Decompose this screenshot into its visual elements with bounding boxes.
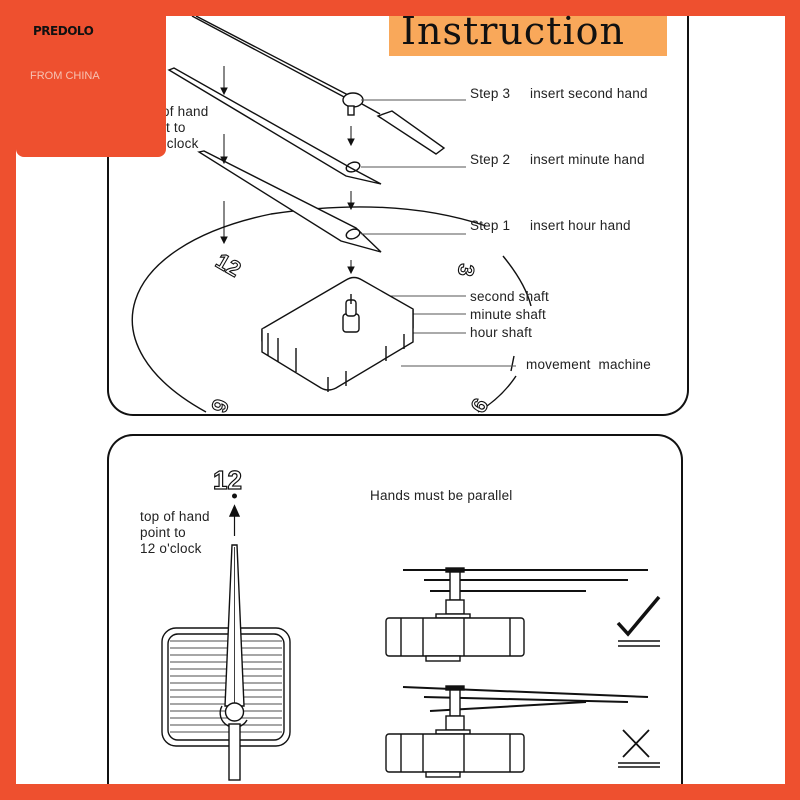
dial-number-9: 9 [206, 396, 234, 416]
dial-arc-right [502, 255, 532, 307]
step-3-action: insert second hand [530, 86, 648, 101]
step-2-number: Step 2 [470, 152, 511, 167]
down-arrows [220, 66, 355, 275]
bottom-note-line-1: top of hand [140, 509, 210, 524]
step-3-label: Step 3 insert second hand [470, 86, 648, 101]
watermark-box: PREDOLO FROM CHINA [16, 0, 166, 157]
dial-number-12: 12 [212, 248, 246, 282]
movement-side-correct [385, 567, 648, 662]
minute-shaft-label: minute shaft [470, 307, 546, 322]
watermark-brand: PREDOLO [33, 24, 94, 38]
bottom-note-line-2: point to [140, 525, 186, 540]
note-partial-line-1: of hand [162, 104, 209, 119]
step-1-number: Step 1 [470, 218, 511, 233]
top-panel-illustration: 12 3 9 6 [131, 16, 661, 781]
bottom-note-line-3: 12 o'clock [140, 541, 202, 556]
instruction-sheet: Instruction [16, 9, 785, 784]
twelve-dot [232, 493, 237, 499]
hour-shaft-label: hour shaft [470, 325, 533, 340]
dial-arc [131, 206, 487, 413]
second-hand [191, 16, 446, 155]
step-2-label: Step 2 insert minute hand [470, 152, 645, 167]
dial-arc-right2 [510, 355, 515, 372]
movement-machine-label: movement machine [526, 357, 651, 372]
hour-hand [197, 150, 382, 253]
minute-hand [167, 67, 382, 185]
cross-icon [618, 729, 660, 768]
up-arrow-icon [228, 504, 241, 517]
movement-side-wrong [385, 685, 649, 778]
movement-front [161, 544, 291, 781]
bottom-panel-illustration [161, 493, 661, 781]
bottom-dial-number-12: 12 [213, 465, 242, 495]
step-3-number: Step 3 [470, 86, 511, 101]
watermark-subtitle: FROM CHINA [30, 70, 100, 82]
check-icon [616, 595, 661, 647]
page-title: Instruction [401, 9, 625, 53]
movement-machine-iso [261, 276, 414, 392]
note-partial-line-2: t to [166, 120, 186, 135]
note-partial-line-3: 'clock [164, 136, 199, 151]
second-shaft-label: second shaft [470, 289, 549, 304]
dial-number-3: 3 [453, 262, 480, 278]
title-box [389, 16, 667, 56]
step-1-label: Step 1 insert hour hand [470, 218, 631, 233]
dial-number-6: 6 [466, 394, 494, 417]
step-2-action: insert minute hand [530, 152, 645, 167]
step-1-action: insert hour hand [530, 218, 631, 233]
dial-arc-bottom [477, 375, 517, 413]
parallel-heading: Hands must be parallel [370, 488, 513, 503]
bottom-note: top of hand point to 12 o'clock [140, 509, 210, 557]
